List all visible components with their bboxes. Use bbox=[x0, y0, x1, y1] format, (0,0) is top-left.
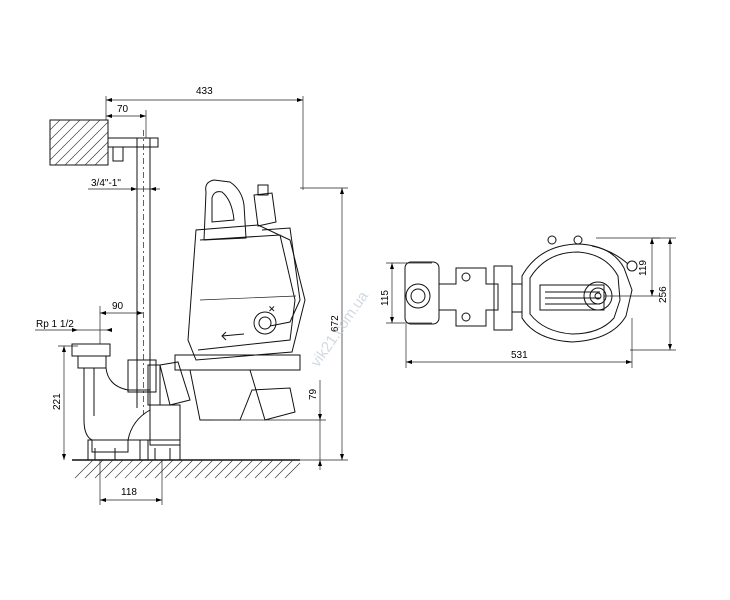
dim-90: 90 bbox=[99, 301, 143, 344]
dim-221-label: 221 bbox=[52, 393, 63, 410]
floor bbox=[72, 459, 301, 479]
dim-119-label: 119 bbox=[638, 260, 649, 276]
top-coupling bbox=[404, 261, 522, 331]
dim-531-label: 531 bbox=[511, 350, 528, 361]
dim-672: 672 bbox=[300, 187, 348, 461]
dim-221: 221 bbox=[52, 345, 78, 460]
top-pump bbox=[521, 235, 638, 343]
dim-90-label: 90 bbox=[112, 301, 124, 312]
dim-531: 531 bbox=[405, 318, 633, 368]
watermark: vik21.com.ua bbox=[307, 288, 372, 371]
side-view: ✕ 433 70 3/4"-1" 90 bbox=[35, 86, 348, 505]
dim-pipe-size-label: 3/4"-1" bbox=[91, 178, 121, 189]
dim-256-label: 256 bbox=[658, 286, 669, 303]
dim-256: 256 bbox=[630, 237, 676, 351]
pump-body: ✕ bbox=[159, 179, 306, 421]
dim-70: 70 bbox=[106, 104, 147, 138]
dim-pipe-size: 3/4"-1" bbox=[88, 178, 160, 191]
top-view: 115 119 256 531 bbox=[380, 235, 676, 368]
dim-70-label: 70 bbox=[117, 104, 129, 115]
dim-115-label: 115 bbox=[380, 290, 391, 306]
auto-coupling-base bbox=[71, 343, 181, 461]
dim-433-label: 433 bbox=[196, 86, 213, 97]
svg-text:✕: ✕ bbox=[268, 305, 276, 315]
wall-mount bbox=[49, 119, 159, 166]
dim-118: 118 bbox=[99, 460, 163, 505]
dim-rp: Rp 1 1/2 bbox=[35, 319, 112, 332]
dim-118-label: 118 bbox=[121, 487, 137, 498]
dim-rp-label: Rp 1 1/2 bbox=[36, 319, 74, 330]
dim-79-label: 79 bbox=[308, 388, 319, 400]
dim-79: 79 bbox=[212, 380, 326, 470]
guide-pipe bbox=[136, 130, 151, 415]
dim-115: 115 bbox=[380, 262, 432, 324]
dim-119: 119 bbox=[596, 237, 660, 297]
dim-672-label: 672 bbox=[330, 315, 341, 332]
